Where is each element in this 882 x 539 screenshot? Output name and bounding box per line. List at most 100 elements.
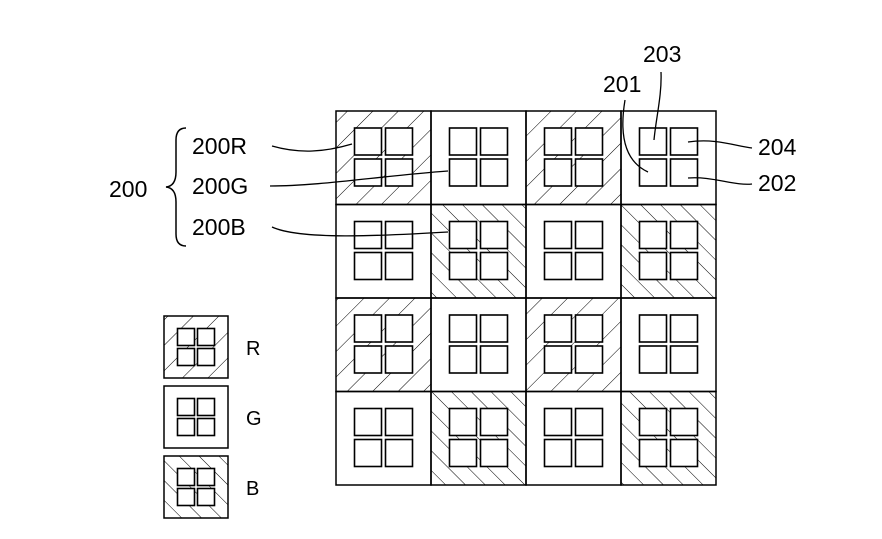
subpixel-1 [448, 314, 478, 343]
pixel-cell-g [430, 110, 527, 206]
subpixel-2 [384, 314, 414, 343]
subpixel-2 [574, 127, 604, 156]
subpixel-4 [669, 158, 699, 187]
pixel-cell-r [335, 110, 432, 206]
subpixel-1 [638, 314, 668, 343]
leader-202 [687, 177, 753, 185]
subpixel-3 [448, 345, 478, 374]
subpixel-3 [353, 158, 383, 187]
pixel-cell-g [335, 390, 432, 486]
leader-200r [271, 143, 353, 152]
pixel-cell-g [620, 297, 717, 393]
subpixel-3 [176, 347, 196, 367]
subpixel-1 [638, 127, 668, 156]
pixel-grid [335, 110, 717, 486]
subpixel-3 [353, 438, 383, 468]
subpixel-3 [543, 158, 573, 187]
subpixel-3 [638, 158, 668, 187]
subpixel-3 [448, 251, 478, 281]
label-204: 204 [758, 134, 797, 160]
leader-200g [269, 170, 449, 187]
label-200b: 200B [192, 214, 246, 240]
subpixel-4 [479, 345, 509, 374]
pixel-cell-g [620, 110, 717, 206]
subpixel-4 [384, 158, 414, 187]
subpixel-2 [479, 220, 509, 250]
subpixel-4 [669, 345, 699, 374]
subpixel-3 [543, 438, 573, 468]
pixel-cell-g [335, 203, 432, 299]
subpixel-3 [448, 158, 478, 187]
label-200r: 200R [192, 133, 247, 159]
leader-200b [271, 226, 449, 237]
subpixel-4 [196, 347, 216, 367]
subpixel-3 [543, 251, 573, 281]
subpixel-1 [176, 397, 196, 417]
subpixel-4 [384, 438, 414, 468]
subpixel-3 [638, 345, 668, 374]
pixel-cell-r [525, 297, 622, 393]
subpixel-4 [574, 438, 604, 468]
subpixel-3 [176, 487, 196, 507]
subpixel-2 [574, 220, 604, 250]
subpixel-1 [543, 407, 573, 437]
legend-swatch-b [163, 455, 229, 519]
pixel-cell-g [430, 297, 527, 393]
leader-204 [687, 140, 753, 149]
legend-swatch-g [163, 385, 229, 449]
subpixel-2 [479, 314, 509, 343]
subpixel-2 [669, 220, 699, 250]
subpixel-4 [196, 417, 216, 437]
subpixel-2 [669, 314, 699, 343]
subpixel-1 [176, 467, 196, 487]
subpixel-2 [384, 127, 414, 156]
subpixel-4 [384, 251, 414, 281]
pixel-cell-b [430, 203, 527, 299]
pixel-cell-b [430, 390, 527, 486]
subpixel-1 [543, 127, 573, 156]
subpixel-1 [448, 220, 478, 250]
subpixel-4 [669, 438, 699, 468]
subpixel-1 [448, 127, 478, 156]
subpixel-4 [574, 251, 604, 281]
subpixel-1 [353, 407, 383, 437]
label-202: 202 [758, 170, 796, 196]
legend-label-r: R [246, 338, 260, 360]
leader-201 [622, 99, 649, 173]
subpixel-4 [479, 438, 509, 468]
subpixel-4 [574, 345, 604, 374]
subpixel-3 [176, 417, 196, 437]
subpixel-4 [574, 158, 604, 187]
subpixel-3 [543, 345, 573, 374]
subpixel-3 [638, 438, 668, 468]
subpixel-1 [543, 314, 573, 343]
subpixel-4 [669, 251, 699, 281]
subpixel-1 [176, 327, 196, 347]
subpixel-3 [353, 251, 383, 281]
subpixel-2 [196, 327, 216, 347]
subpixel-3 [353, 345, 383, 374]
subpixel-2 [574, 314, 604, 343]
subpixel-2 [669, 407, 699, 437]
subpixel-1 [638, 407, 668, 437]
subpixel-1 [353, 314, 383, 343]
pixel-cell-r [525, 110, 622, 206]
subpixel-1 [353, 127, 383, 156]
legend-swatch-r [163, 315, 229, 379]
group-brace [165, 127, 187, 247]
label-201: 201 [603, 71, 641, 97]
subpixel-3 [448, 438, 478, 468]
subpixel-2 [479, 127, 509, 156]
pixel-cell-b [620, 203, 717, 299]
subpixel-1 [543, 220, 573, 250]
subpixel-2 [574, 407, 604, 437]
pixel-cell-r [335, 297, 432, 393]
subpixel-2 [196, 467, 216, 487]
subpixel-2 [196, 397, 216, 417]
subpixel-4 [479, 158, 509, 187]
subpixel-2 [479, 407, 509, 437]
legend-label-b: B [246, 478, 259, 500]
pixel-cell-b [620, 390, 717, 486]
subpixel-3 [638, 251, 668, 281]
leader-203 [653, 71, 662, 141]
